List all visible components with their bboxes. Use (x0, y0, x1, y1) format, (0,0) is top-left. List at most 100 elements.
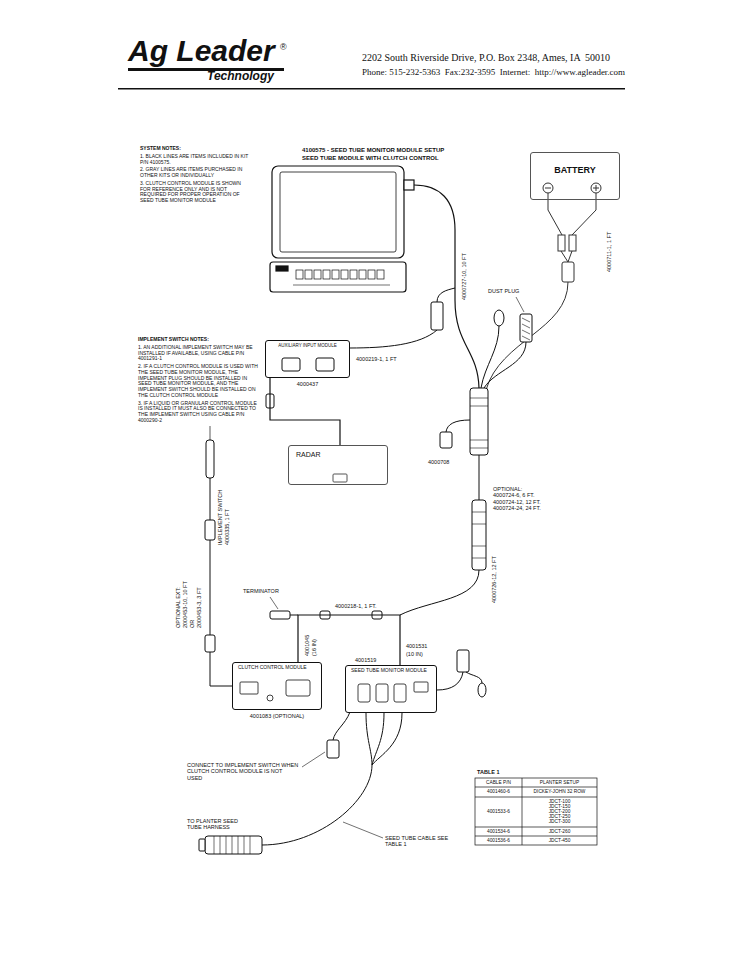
battery-harness (486, 183, 601, 390)
implement-switch-part (205, 635, 215, 652)
table-cell: JDCT-450 (522, 838, 597, 844)
node-text: BATTERY (535, 165, 615, 175)
table-cell: JDCT-250 (522, 814, 597, 820)
display-monitor-part (414, 185, 479, 388)
label-slot: SEED TUBE MODULE WITH CLUTCH CONTROL (302, 155, 439, 162)
implement-switch-part (210, 540, 211, 635)
harness-hub-part (479, 455, 480, 500)
battery-harness-part (596, 185, 597, 191)
module-node: BATTERY (530, 152, 620, 200)
aux-cable-part (437, 288, 455, 302)
harness-hub (400, 388, 488, 615)
display-monitor-part (280, 172, 396, 252)
module-ports-part (358, 684, 370, 702)
display-monitor-part (276, 266, 288, 271)
label-slot: TABLE 1 (477, 769, 500, 775)
module-node: RADAR (288, 445, 388, 485)
battery-harness-part (558, 235, 565, 251)
aux-cable-part (316, 358, 334, 371)
label-slot: ® (280, 42, 287, 52)
table-cell: JDCT-150 (522, 804, 597, 810)
label-slot: 2000453-3, 3 FT (196, 587, 202, 628)
dust-plug-part (520, 314, 532, 342)
note-column: IMPLEMENT SWITCH NOTES:1. AN ADDITIONAL … (138, 337, 260, 426)
table-grid-part (475, 797, 597, 798)
label-slot: JDCT-150 (522, 804, 597, 810)
harness-hub-part (440, 432, 452, 448)
dust-plug-part (494, 310, 504, 326)
display-monitor-part (270, 262, 406, 292)
label-slot: 4000711-1, 1 FT (606, 232, 612, 272)
aux-cable-part (431, 302, 443, 330)
label-slot: PLANTER SETUP (522, 780, 597, 786)
battery-harness-part (569, 235, 576, 251)
module-ports-part (394, 684, 406, 702)
label-slot: 4000708 (428, 459, 449, 465)
note-text: 3. CLUTCH CONTROL MODULE IS SHOWN FOR RE… (140, 181, 250, 204)
display-monitor-part (350, 270, 357, 279)
seed-module-cables-part (262, 713, 402, 845)
label-slot: Ag Leader (128, 34, 275, 69)
module-node: 4001519SEED TUBE MONITOR MODULE (345, 657, 437, 713)
note-text: 2. GRAY LINES ARE ITEMS PURCHASED IN OTH… (140, 167, 250, 179)
table-cell: 4001534-6 (475, 829, 522, 835)
module-node: AUXILIARY INPUT MODULE4000437 (265, 340, 350, 387)
header-text: Ag Leader (128, 34, 275, 69)
seed-module-cables-part (437, 672, 463, 690)
table-cell: JDCT-260 (522, 829, 597, 835)
table-cell: 4001460-6 (475, 789, 522, 795)
header-rule-part (118, 88, 625, 90)
label-slot: 4001460-6 (475, 789, 522, 795)
label-slot: 4000219-1, 1 FT (356, 356, 397, 362)
label-slot: 4000335, 1 FT (224, 509, 230, 545)
header-text: Phone: 515-232-5363 Fax:232-3595 Interne… (362, 67, 625, 77)
note-column: SYSTEM NOTES:1. BLACK LINES ARE ITEMS IN… (140, 146, 250, 206)
header-rule (118, 68, 625, 90)
battery-box: BATTERY (530, 152, 620, 200)
label-slot: OPTIONAL EXT: (175, 587, 181, 628)
module-ports-part (286, 680, 310, 696)
label-slot: Phone: 515-232-5363 Fax:232-3595 Interne… (362, 67, 625, 77)
cable-wire (270, 378, 340, 445)
label-slot: 4001045 (304, 635, 310, 656)
header-text: 2202 South Riverside Drive, P.O. Box 234… (362, 52, 610, 64)
diagram-subtitle: SEED TUBE MODULE WITH CLUTCH CONTROL (302, 155, 439, 162)
table-cell: 4001536-6 (475, 838, 522, 844)
callout-label: 2000453-10, 10 FT (182, 581, 188, 628)
label-slot: OR (189, 620, 195, 628)
callout-label: OPTIONAL EXT: (175, 587, 181, 628)
dust-plug-part (481, 326, 499, 388)
aux-cable-part (282, 358, 300, 371)
module-ports-part (267, 695, 273, 701)
note-text: IMPLEMENT SWITCH NOTES: (138, 337, 260, 343)
table-cell: DICKEY-JOHN 32 ROW (522, 789, 597, 795)
display-monitor-part (341, 270, 348, 279)
seed-module-cables-part (343, 822, 383, 838)
terminator-plug-part (290, 615, 298, 616)
label-slot: IMPLEMENT SWITCH (217, 490, 223, 545)
table-cell: JDCT-100 (522, 799, 597, 805)
callout-label: TERMINATOR (243, 588, 279, 594)
label-slot: 4001536-6 (475, 838, 522, 844)
dust-plug-part (522, 318, 530, 340)
module-ports-part (240, 682, 258, 694)
display-monitor-part (377, 270, 384, 279)
table-grid-part (475, 787, 597, 788)
display-monitor-part (296, 270, 303, 279)
battery-harness-part (545, 188, 551, 189)
module-box: AUXILIARY INPUT MODULE (265, 340, 350, 378)
callout-label: 2000453-3, 3 FT (196, 587, 202, 628)
module-ports-part (414, 682, 428, 692)
harness-hub-part (446, 420, 470, 432)
callout-label: TO PLANTER SEED TUBE HARNESS (187, 818, 253, 831)
callout-label: 4001045 (304, 635, 310, 656)
module-box: CLUTCH CONTROL MODULE (232, 662, 322, 710)
implement-switch-part (205, 520, 215, 540)
callout-label: 4000726-12, 12 FT (491, 556, 497, 603)
cable-wire (298, 615, 400, 665)
seed-module-cables-part (205, 836, 262, 854)
implement-switch-part (206, 440, 214, 478)
